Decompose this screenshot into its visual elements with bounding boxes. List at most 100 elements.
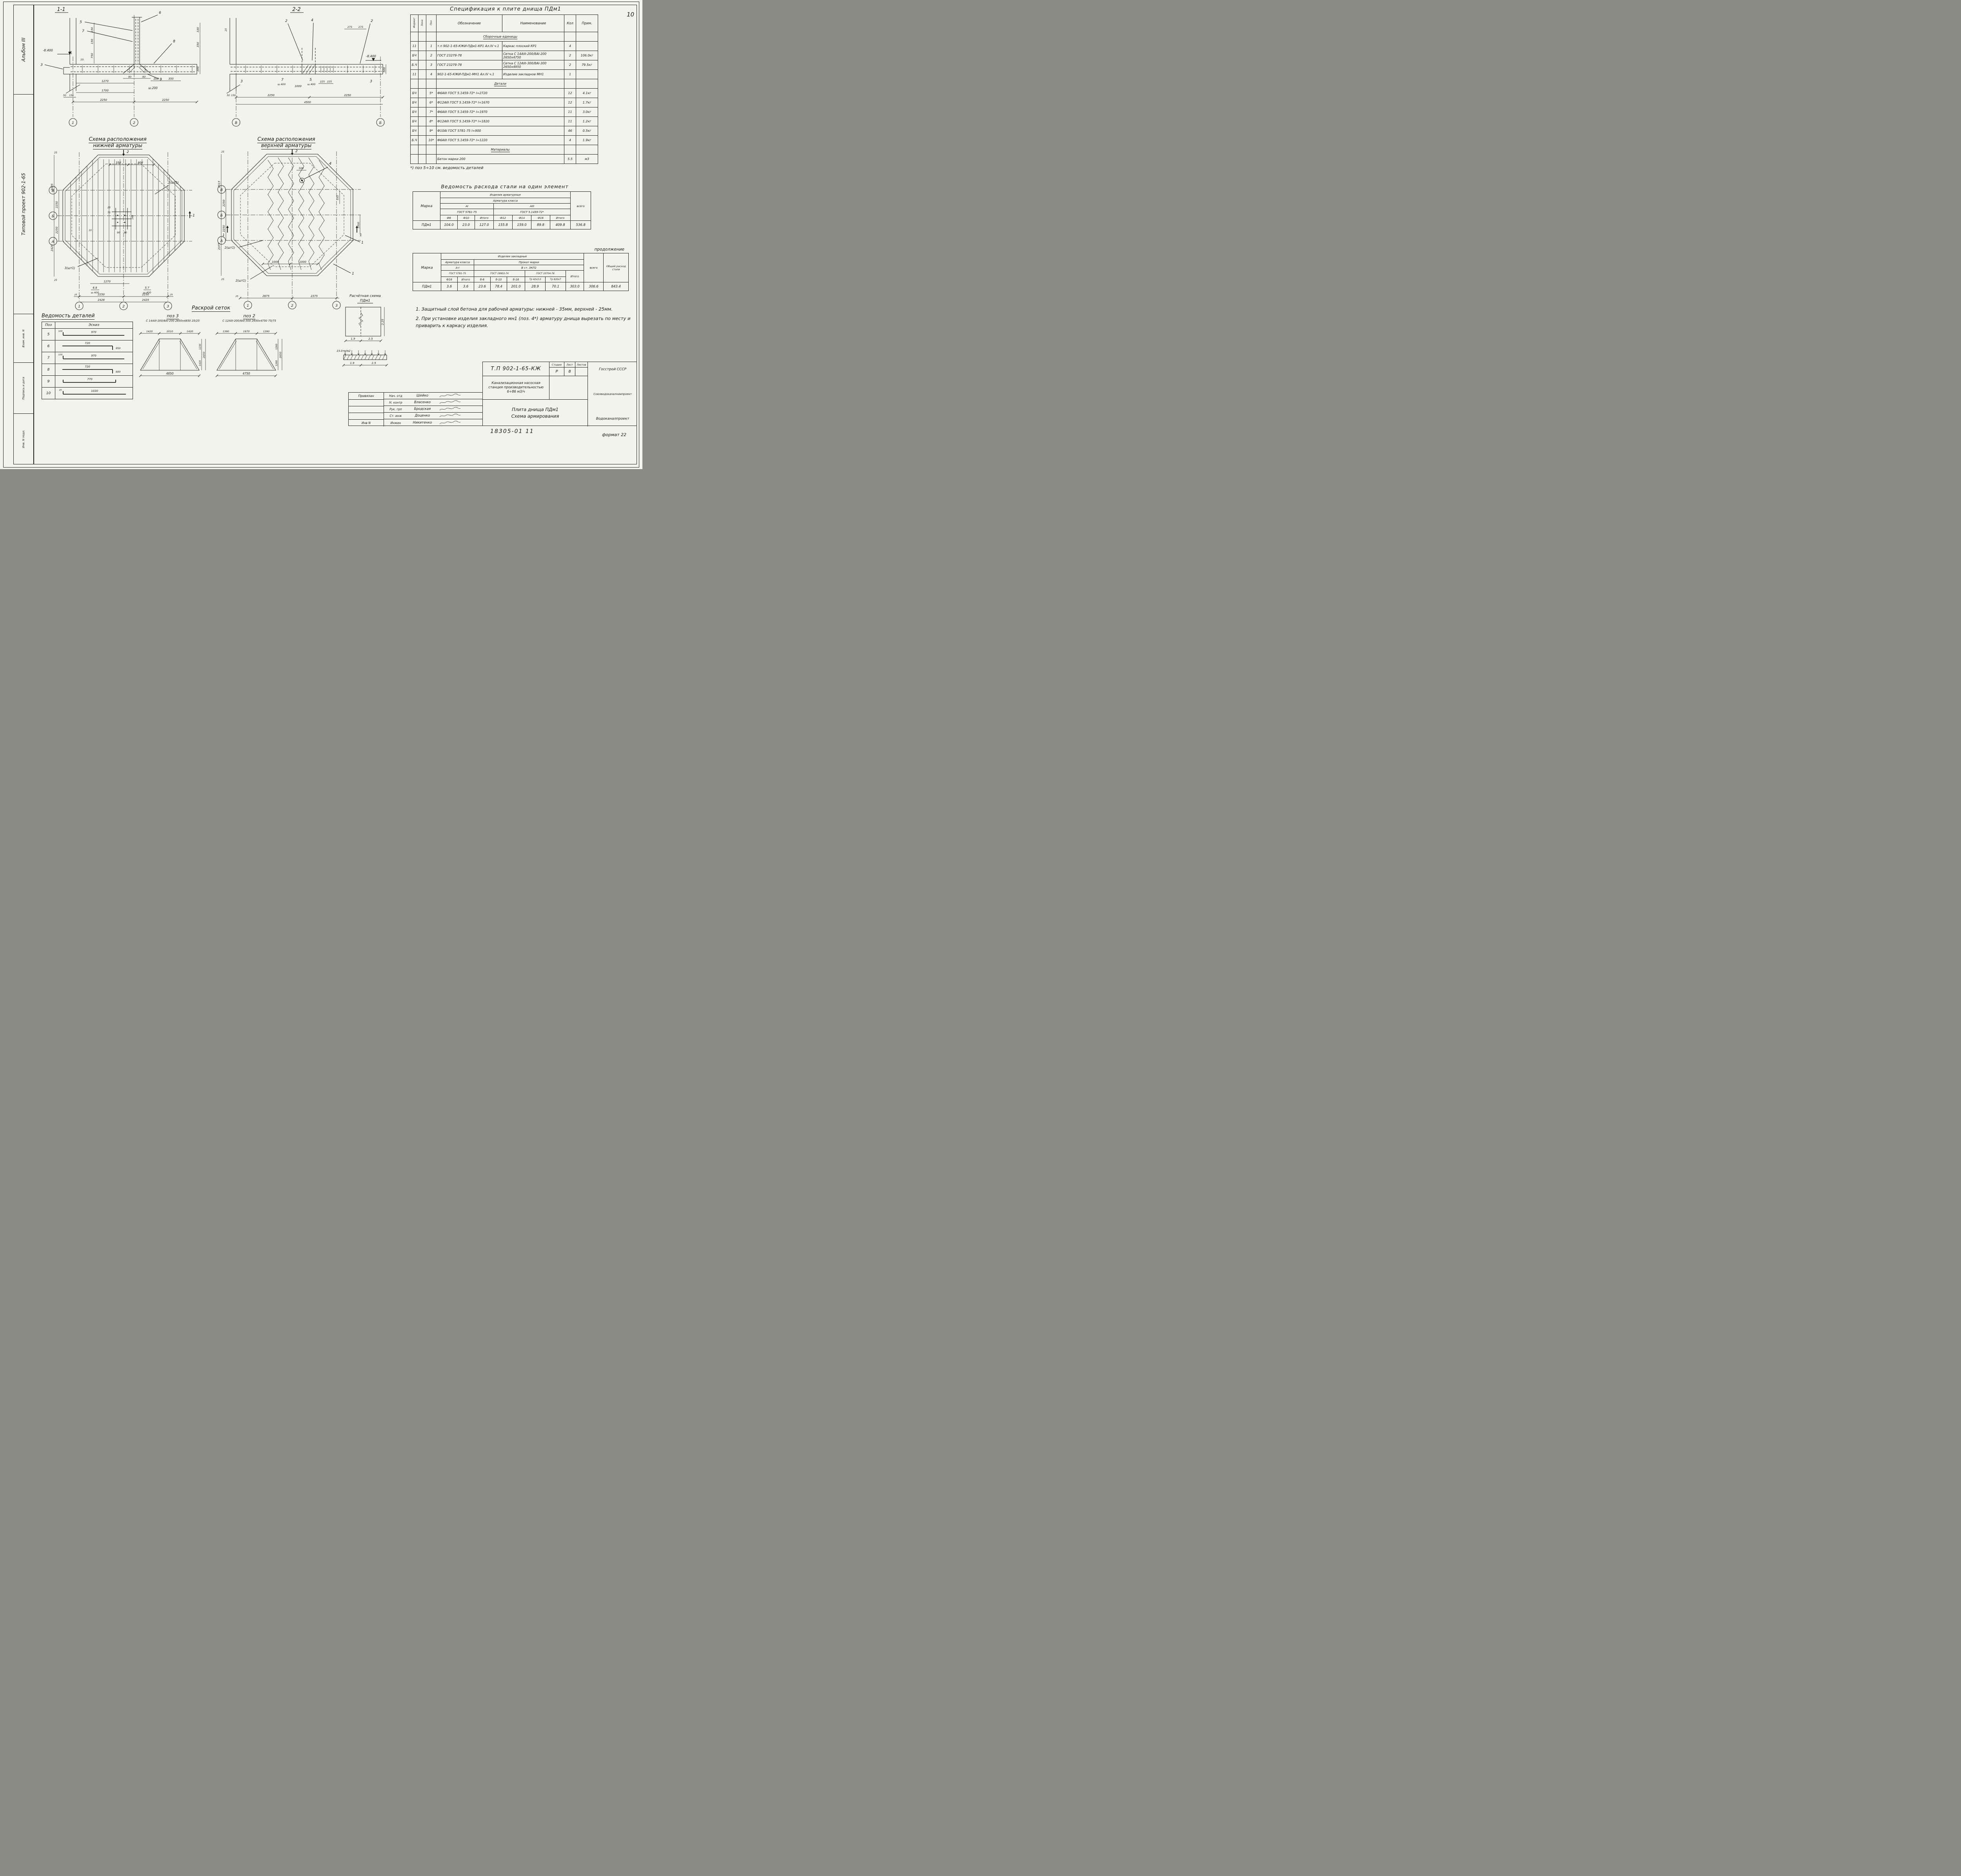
axis-v: В — [235, 121, 237, 125]
dim: 25 — [54, 151, 57, 154]
header-gost1: ГОСТ 5781-75 — [440, 209, 494, 215]
dim: 2250 — [55, 227, 58, 234]
continuation-table: Марка Изделия закладные всего Общий расх… — [413, 253, 629, 291]
svg-text:1420: 1420 — [146, 330, 153, 333]
table-header-row: Поз Эскиз — [42, 322, 133, 329]
dim: 2250 — [98, 293, 105, 296]
calc-plan: 2.25 1.9 2.5 — [344, 307, 385, 342]
lower-title-line2: нижней арматуры — [93, 142, 142, 149]
group-row: Детали — [410, 79, 598, 89]
spec-footnote: *) поз 5÷10 см. ведомость деталей — [410, 166, 484, 170]
header-izd: Изделия закладные — [440, 253, 584, 260]
spacing-note: ш.400 — [307, 83, 315, 86]
top-dims: 550 800 — [108, 161, 155, 166]
signature-scribble — [439, 407, 461, 411]
empty-row — [349, 400, 384, 406]
person-name: Шейко — [416, 394, 429, 398]
dim: 330 — [196, 27, 200, 33]
dim: 150 — [91, 39, 94, 44]
project-name-line3: 6÷86 м3/ч — [507, 390, 525, 394]
col-f10: Ф10 — [457, 215, 475, 221]
callout-5: 5 — [80, 20, 82, 24]
stage-header: Стадия — [549, 362, 564, 368]
col-axes: 1 2 3 — [244, 151, 341, 309]
dimensions: 25 10. 150 150 750 330 350 300 90 90 127… — [63, 23, 200, 104]
dim: 2250 — [162, 98, 169, 102]
sheet-name-line2: Схема армирования — [511, 413, 559, 419]
header-arm: Арматура класса — [440, 198, 571, 204]
sheet-name-box: Плита днища ПДм1 Схема армирования — [483, 400, 588, 426]
svg-text:970: 970 — [91, 331, 96, 334]
trapezoid-pos3: 1420 2010 1420 1230 1420 2650 4850 — [139, 330, 206, 377]
center-rebar-detail: 25 75 140 10 90 90 — [89, 206, 134, 234]
axis-b: Б — [379, 121, 382, 125]
level-mark: -8.400 — [43, 49, 71, 55]
col-note: Прим. — [576, 15, 598, 32]
signature-rows: Нач. отд Шейко Н. контр Власенко Рук. гр… — [384, 393, 483, 426]
org-line3: Водоканалпроект — [596, 417, 629, 421]
svg-text:1390: 1390 — [263, 330, 270, 333]
dim: 350 — [168, 77, 174, 80]
dim: 1000 — [295, 85, 302, 88]
calc-title-line2: ПДм1 — [360, 299, 370, 303]
header-izd: Изделия арматурные — [440, 191, 571, 198]
row-axes: В Б А — [49, 186, 192, 246]
level-mark: -8.400 — [366, 55, 381, 61]
sheets-value — [575, 368, 588, 376]
signature-scribble — [439, 420, 461, 424]
role-label: Ст. инж — [389, 414, 402, 418]
section-2-2-title: 2-2 — [292, 7, 300, 13]
left-sidebar: Альбом III Типовой проект 902-1-65 Взам.… — [13, 5, 34, 464]
detail-sketch-7: 970 100 — [58, 354, 124, 359]
col-qty: Кол — [564, 15, 576, 32]
callout-7: 7 — [82, 29, 84, 33]
role-label: Нач. отд — [389, 394, 402, 398]
svg-text:1420: 1420 — [199, 360, 202, 366]
callouts: 2 4 2 3 7 ш.400 5 ш.400 3 — [240, 18, 373, 86]
header-prokat: Прокат марки — [473, 259, 584, 265]
svg-text:2650: 2650 — [202, 352, 206, 358]
spec-title: Спецификация к плите днища ПДм1 — [450, 6, 561, 12]
header-a1: А-I — [441, 265, 474, 271]
specification-block: Спецификация к плите днища ПДм1 Формат З… — [410, 6, 601, 170]
dim: 2250 — [267, 94, 275, 97]
dim: 750 — [91, 53, 94, 58]
svg-text:100: 100 — [58, 354, 62, 356]
pos3-formula: С 14АIII-200/8АI-200 2650х4850 25/25 — [146, 319, 200, 322]
raskroy-title: Раскрой сеток — [191, 305, 231, 312]
dim: 200 — [153, 77, 159, 80]
note-2: 2. При установке изделия закладного мн1 … — [416, 315, 631, 328]
svg-text:770: 770 — [87, 378, 93, 381]
col-marka: Марка — [413, 191, 440, 221]
row-axes: В Б А — [217, 185, 361, 245]
org-line1: Госстрой СССР — [599, 368, 626, 371]
dim: 500 — [299, 167, 304, 170]
svg-text:20: 20 — [59, 389, 62, 391]
svg-text:720: 720 — [85, 342, 90, 345]
continuation-title: продолжение — [594, 247, 624, 252]
sheet-name-line1: Плита днища ПДм1 — [512, 406, 558, 412]
group-row: Сборочные единицы — [410, 32, 598, 42]
callout-3: 3 — [40, 63, 43, 67]
col-marka: Марка — [413, 253, 441, 282]
callout-3: 3 — [370, 80, 372, 84]
level-value: -8.400 — [43, 49, 53, 52]
svg-text:950: 950 — [116, 347, 120, 350]
svg-text:970: 970 — [91, 354, 96, 357]
dim: 2425 — [51, 184, 54, 191]
svg-text:1970: 1970 — [243, 330, 250, 333]
dim: 2250 — [344, 94, 351, 97]
dim: 225 — [320, 80, 325, 83]
section-1-1-drawing: 1-1 5 6 7 8 9 3 — [40, 7, 200, 127]
dim: 2250 — [100, 98, 107, 102]
axis-v: В — [220, 188, 223, 192]
col-itogo: Итого — [549, 215, 571, 221]
dim: 2875 — [262, 295, 269, 298]
svg-text:1390: 1390 — [223, 330, 229, 333]
